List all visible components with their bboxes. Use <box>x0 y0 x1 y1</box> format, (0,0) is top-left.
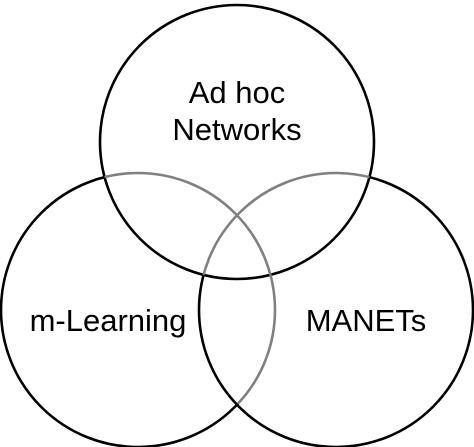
manets-circle <box>197 171 474 447</box>
ad-hoc-networks-label-line-1: Ad hoc <box>189 75 286 110</box>
manets-label: MANETs <box>306 303 427 338</box>
m-learning-circle <box>0 171 277 447</box>
m-learning-label: m-Learning <box>30 303 187 338</box>
ad-hoc-networks-circle <box>98 3 376 281</box>
ad-hoc-networks-label-line-2: Networks <box>172 112 301 147</box>
